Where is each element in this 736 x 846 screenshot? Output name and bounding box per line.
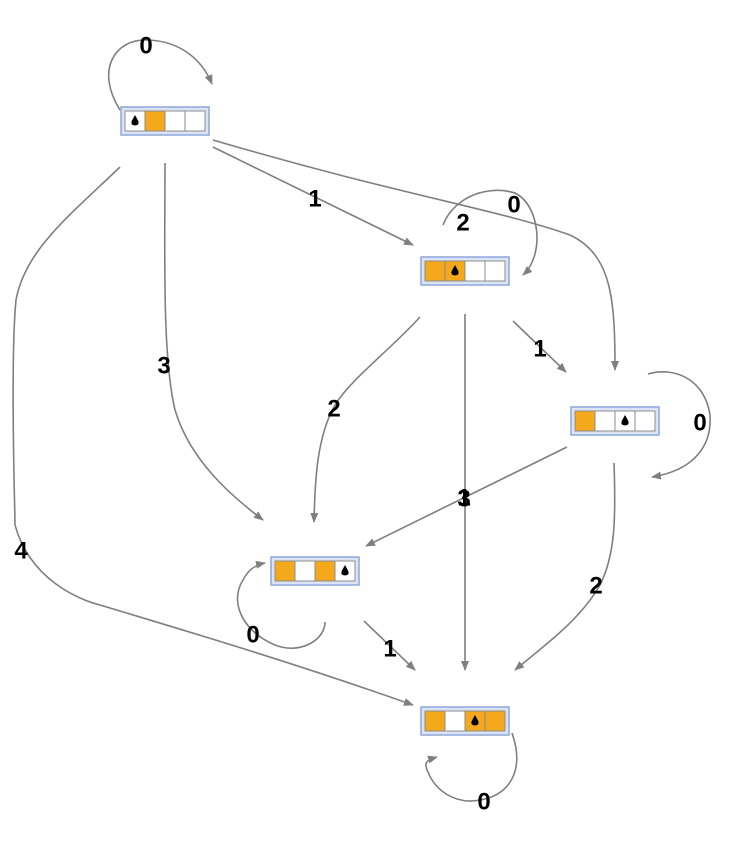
edge-label-s2-s3: 1	[457, 484, 470, 511]
edge-label-s1-s2: 1	[533, 335, 546, 362]
edges-layer	[12, 39, 711, 802]
state-node-s4	[420, 706, 510, 736]
edge-s0-s1	[212, 146, 414, 246]
edge-label-s1-s3: 2	[327, 395, 340, 422]
tape-cell-empty	[464, 260, 486, 282]
edge-s3-s3	[236, 560, 326, 650]
edge-label-s3-s4: 1	[383, 635, 396, 662]
tape-cell-filled	[314, 560, 336, 582]
tape-cell-filled	[424, 260, 446, 282]
edge-label-s0-s2: 2	[456, 209, 469, 236]
edge-s1-s2	[512, 320, 567, 373]
state-node-s2	[570, 406, 660, 436]
edge-s0-s2	[212, 139, 619, 371]
head-marker-icon	[621, 415, 629, 426]
tape-cell-empty	[184, 110, 206, 132]
edge-label-s1-s1: 0	[507, 191, 520, 218]
tape-cell-filled	[574, 410, 596, 432]
edge-s2-s2	[647, 371, 711, 480]
tape-cell-empty	[594, 410, 616, 432]
edge-labels-layer: 0 1 2 3 4 0 1 2 3 0 1 2 0 1 0	[14, 32, 706, 815]
edge-label-s0-s3: 3	[157, 352, 170, 379]
state-node-s0	[120, 106, 210, 136]
tape-cell-filled	[424, 710, 446, 732]
head-marker-icon	[451, 265, 459, 276]
edge-s1-s3	[310, 316, 421, 523]
edge-label-s1-s4: 3	[457, 485, 470, 512]
edge-s0-s3	[163, 162, 264, 521]
edge-label-s3-s3: 0	[246, 621, 259, 648]
tape-cell-empty	[164, 110, 186, 132]
edge-s2-s3	[365, 446, 568, 547]
tape-cell-empty	[444, 710, 466, 732]
edge-label-s0-s0: 0	[139, 32, 152, 59]
tape-cell-empty	[484, 260, 506, 282]
tape-cell-empty	[634, 410, 656, 432]
edge-s4-s4	[425, 732, 518, 802]
nodes-layer	[120, 106, 660, 736]
edge-s3-s4	[363, 620, 416, 671]
tape-cell-filled	[484, 710, 506, 732]
edge-s2-s4	[514, 462, 616, 671]
edge-s0-s4	[12, 166, 414, 706]
state-node-s3	[270, 556, 360, 586]
tape-cell-empty	[294, 560, 316, 582]
tape-cell-filled	[144, 110, 166, 132]
head-marker-icon	[471, 715, 479, 726]
edge-label-s4-s4: 0	[477, 788, 490, 815]
edge-label-s2-s2: 0	[693, 409, 706, 436]
tape-cell-filled	[274, 560, 296, 582]
edge-label-s0-s1: 1	[308, 185, 321, 212]
edge-label-s2-s4: 2	[589, 572, 602, 599]
edge-s1-s1	[442, 189, 538, 276]
head-marker-icon	[341, 565, 349, 576]
head-marker-icon	[131, 115, 139, 126]
edge-label-s0-s4: 4	[14, 537, 28, 564]
state-node-s1	[420, 256, 510, 286]
edge-s0-s0	[108, 39, 213, 111]
